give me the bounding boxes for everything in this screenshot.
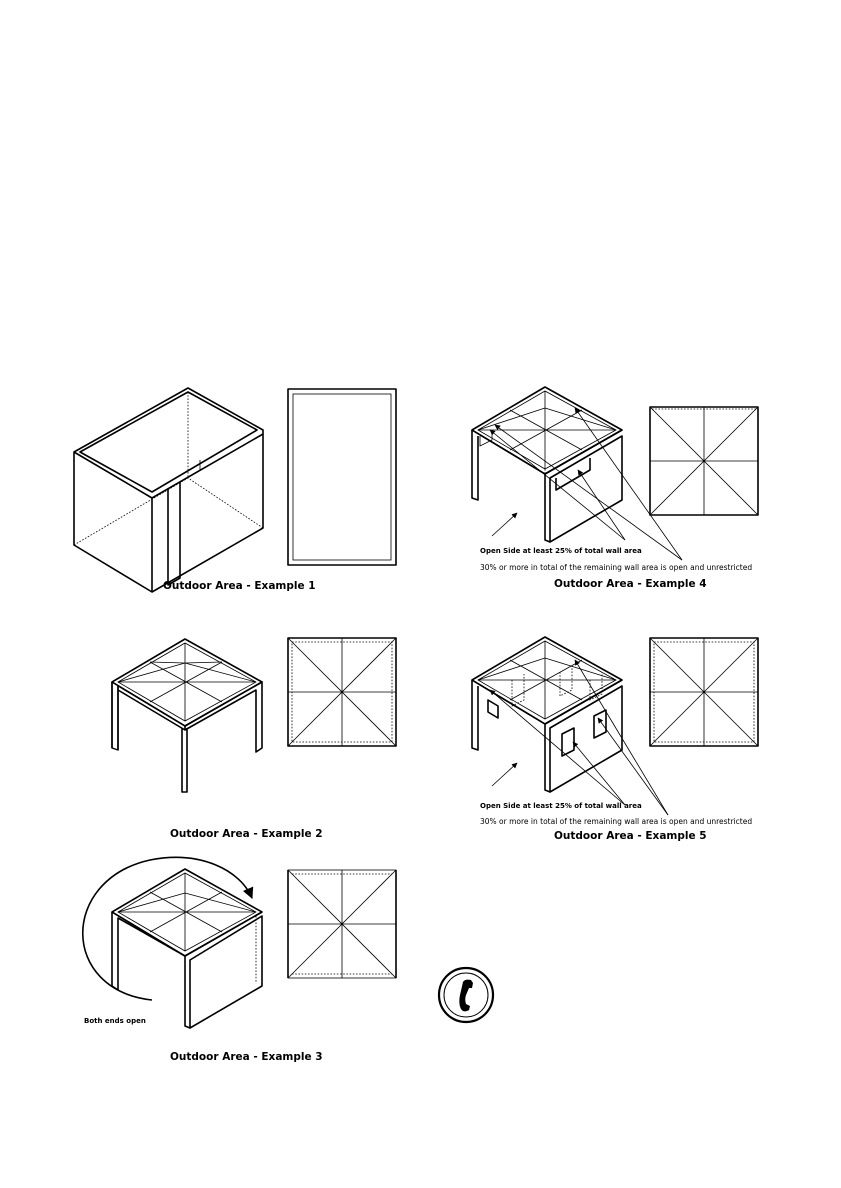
example-5-isometric: [471, 636, 623, 793]
both-ends-arrow: [81, 856, 254, 1001]
caption-example-4: Outdoor Area - Example 4: [554, 578, 707, 590]
example-5-plan: [649, 637, 759, 747]
phone-handset-icon: [437, 966, 495, 1024]
example-3-isometric: [111, 868, 263, 1029]
example-3-plan: [287, 869, 397, 979]
note-ex4-remaining: 30% or more in total of the remaining wa…: [480, 563, 753, 572]
example-1-plan: [287, 388, 397, 566]
example-4-arrows: [489, 407, 683, 561]
example-2-isometric: [111, 638, 263, 793]
note-ex5-open-side: Open Side at least 25% of total wall are…: [480, 802, 642, 810]
example-4-isometric: [471, 386, 623, 543]
caption-example-2: Outdoor Area - Example 2: [170, 828, 323, 840]
caption-example-5: Outdoor Area - Example 5: [554, 830, 707, 842]
caption-example-1: Outdoor Area - Example 1: [163, 580, 316, 592]
caption-example-3: Outdoor Area - Example 3: [170, 1051, 323, 1063]
example-1-isometric: [73, 387, 264, 593]
example-5-arrows: [489, 659, 669, 816]
note-ex5-remaining: 30% or more in total of the remaining wa…: [480, 817, 753, 826]
example-2-plan: [287, 637, 397, 747]
note-ex4-open-side: Open Side at least 25% of total wall are…: [480, 547, 642, 555]
example-4-plan: [649, 406, 759, 516]
note-both-ends-open: Both ends open: [84, 1017, 146, 1025]
